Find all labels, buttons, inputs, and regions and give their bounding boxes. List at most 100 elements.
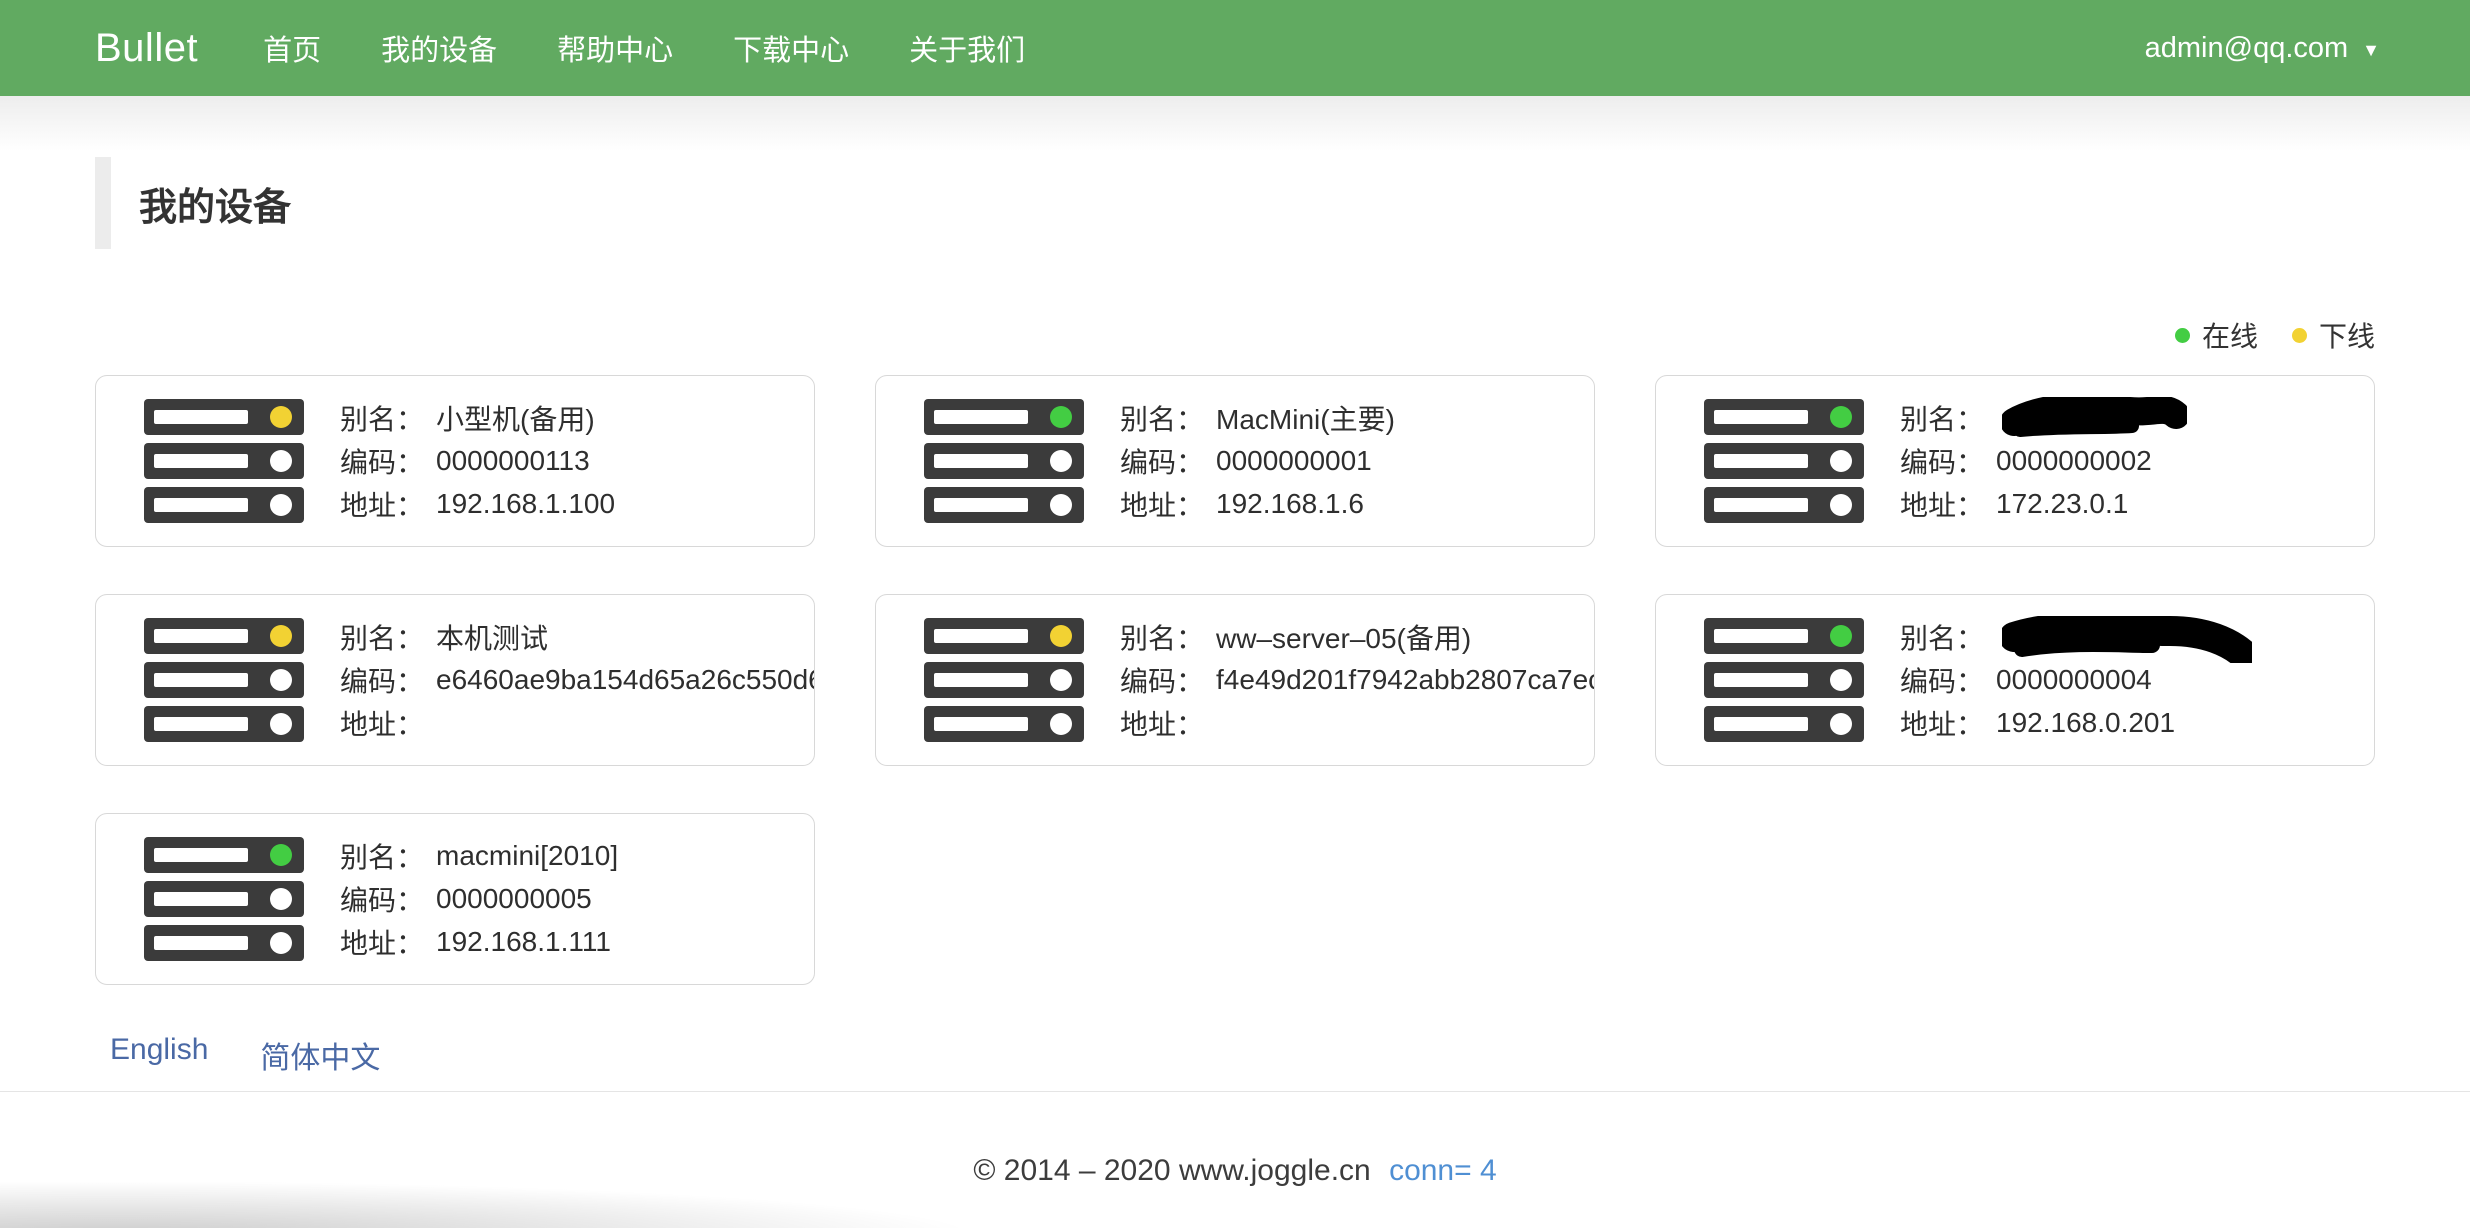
- code-row: 编码：e6460ae9ba154d65a26c550d620: [340, 659, 814, 702]
- footer-divider: [0, 1091, 2470, 1092]
- address-value: 192.168.0.201: [1996, 707, 2176, 738]
- user-email: admin@qq.com: [2144, 31, 2349, 64]
- status-dot: [1050, 625, 1072, 647]
- status-dot: [270, 625, 292, 647]
- user-menu[interactable]: admin@qq.com ▼: [2145, 32, 2380, 65]
- device-card[interactable]: 别名：本机测试编码：e6460ae9ba154d65a26c550d620 地址：: [95, 594, 815, 766]
- page-title: 我的设备: [139, 186, 292, 229]
- alias-label: 别名：: [1900, 404, 1985, 435]
- alias-label: 别名：: [1120, 404, 1205, 435]
- alias-row: 别名： MacMini(主要): [1120, 397, 1594, 440]
- alias-row: 别名：ww–server–05(备用): [1120, 616, 1594, 659]
- server-slot: [934, 454, 1028, 468]
- server-icon: [144, 837, 304, 961]
- alias-row: 别名：macmini[2010]: [340, 835, 814, 878]
- server-dot: [270, 713, 292, 735]
- device-card[interactable]: 别名： 编码：0000000002 地址： 172.23.0.1: [1655, 375, 2375, 547]
- nav-item-devices[interactable]: 我的设备: [381, 35, 498, 67]
- server-dot: [270, 669, 292, 691]
- code-label: 编码：: [340, 447, 425, 478]
- server-dot: [1050, 713, 1072, 735]
- address-row: 地址： 192.168.0.201: [1900, 702, 2374, 745]
- server-dot: [270, 888, 292, 910]
- code-row: 编码： 0000000004: [1900, 659, 2374, 702]
- chevron-down-icon: ▼: [2362, 40, 2380, 60]
- server-slot: [934, 717, 1028, 731]
- device-info: 别名：本机测试编码：e6460ae9ba154d65a26c550d620 地址：: [340, 616, 814, 745]
- code-row: 编码： 0000000113: [340, 440, 814, 483]
- server-icon: [924, 618, 1084, 742]
- address-row: 地址：192.168.1.100: [340, 483, 814, 526]
- brand-logo[interactable]: Bullet: [95, 25, 199, 70]
- alias-row: 别名：本机测试: [340, 616, 814, 659]
- redacted-alias: [2002, 615, 2253, 663]
- server-dot: [270, 494, 292, 516]
- status-dot: [1830, 625, 1852, 647]
- code-label: 编码：: [1900, 447, 1985, 478]
- code-row: 编码：0000000002: [1900, 440, 2374, 483]
- code-label: 编码：: [1120, 666, 1205, 697]
- device-card[interactable]: 别名：编码： 0000000004 地址： 192.168.0.201: [1655, 594, 2375, 766]
- code-value: e6460ae9ba154d65a26c550d620: [436, 664, 814, 695]
- address-row: 地址：: [1120, 702, 1594, 745]
- server-slot: [154, 848, 248, 862]
- status-legend: 在线 下线: [2174, 315, 2375, 355]
- address-label: 地址：: [340, 928, 425, 959]
- code-row: 编码： f4e49d201f7942abb2807ca7ecb0: [1120, 659, 1594, 702]
- nav-item-help[interactable]: 帮助中心: [557, 35, 674, 67]
- address-row: 地址：: [340, 702, 814, 745]
- code-value: f4e49d201f7942abb2807ca7ecb0: [1216, 664, 1594, 695]
- legend-online-label: 在线: [2201, 321, 2258, 352]
- alias-label: 别名：: [1120, 623, 1205, 654]
- nav-item-download[interactable]: 下载中心: [733, 35, 850, 67]
- copyright-text: © 2014 – 2020 www.joggle.cn: [973, 1154, 1371, 1187]
- address-row: 地址： 172.23.0.1: [1900, 483, 2374, 526]
- conn-count-link[interactable]: conn= 4: [1389, 1154, 1497, 1187]
- server-slot: [154, 498, 248, 512]
- server-slot: [1714, 410, 1808, 424]
- code-label: 编码：: [1900, 666, 1985, 697]
- server-icon: [1704, 618, 1864, 742]
- server-slot: [154, 717, 248, 731]
- alias-value: 小型机(备用): [436, 404, 595, 435]
- alias-value: macmini[2010]: [436, 840, 619, 871]
- alias-row: 别名： 小型机(备用): [340, 397, 814, 440]
- lang-link-chinese[interactable]: 简体中文: [260, 1042, 381, 1075]
- server-slot: [154, 454, 248, 468]
- device-card[interactable]: 别名： 小型机(备用) 编码： 0000000113 地址：192.168.1.100: [95, 375, 815, 547]
- server-icon: [1704, 399, 1864, 523]
- alias-row: 别名：: [1900, 615, 2374, 663]
- page-title-block: 我的设备: [95, 157, 2375, 249]
- address-value: 192.168.1.111: [436, 926, 611, 957]
- address-label: 地址：: [1900, 709, 1985, 740]
- server-slot: [934, 498, 1028, 512]
- server-dot: [1830, 494, 1852, 516]
- alias-value: 本机测试: [436, 623, 549, 654]
- main-nav: 首页 我的设备 帮助中心 下载中心 关于我们: [263, 27, 1025, 69]
- status-dot: [270, 406, 292, 428]
- address-label: 地址：: [340, 709, 425, 740]
- bottom-left-shadow: [0, 1182, 960, 1228]
- alias-value: MacMini(主要): [1216, 404, 1395, 435]
- lang-link-english[interactable]: English: [110, 1033, 209, 1066]
- code-label: 编码：: [340, 885, 425, 916]
- nav-item-about[interactable]: 关于我们: [909, 35, 1026, 67]
- server-slot: [154, 410, 248, 424]
- device-info: 别名： 小型机(备用) 编码： 0000000113 地址：192.168.1.100: [340, 397, 814, 526]
- code-value: 0000000113: [436, 445, 590, 476]
- device-card[interactable]: 别名：ww–server–05(备用) 编码： f4e49d201f7942abb2…: [875, 594, 1595, 766]
- server-slot: [934, 629, 1028, 643]
- address-value: 172.23.0.1: [1996, 488, 2129, 519]
- address-label: 地址：: [1900, 490, 1985, 521]
- server-slot: [1714, 673, 1808, 687]
- alias-label: 别名：: [340, 404, 425, 435]
- code-value: 0000000004: [1996, 664, 2152, 695]
- server-slot: [154, 673, 248, 687]
- code-value: 0000000001: [1216, 445, 1372, 476]
- server-dot: [1830, 450, 1852, 472]
- copyright: © 2014 – 2020 www.joggle.cn conn= 4: [0, 1154, 2470, 1188]
- nav-item-home[interactable]: 首页: [263, 35, 322, 67]
